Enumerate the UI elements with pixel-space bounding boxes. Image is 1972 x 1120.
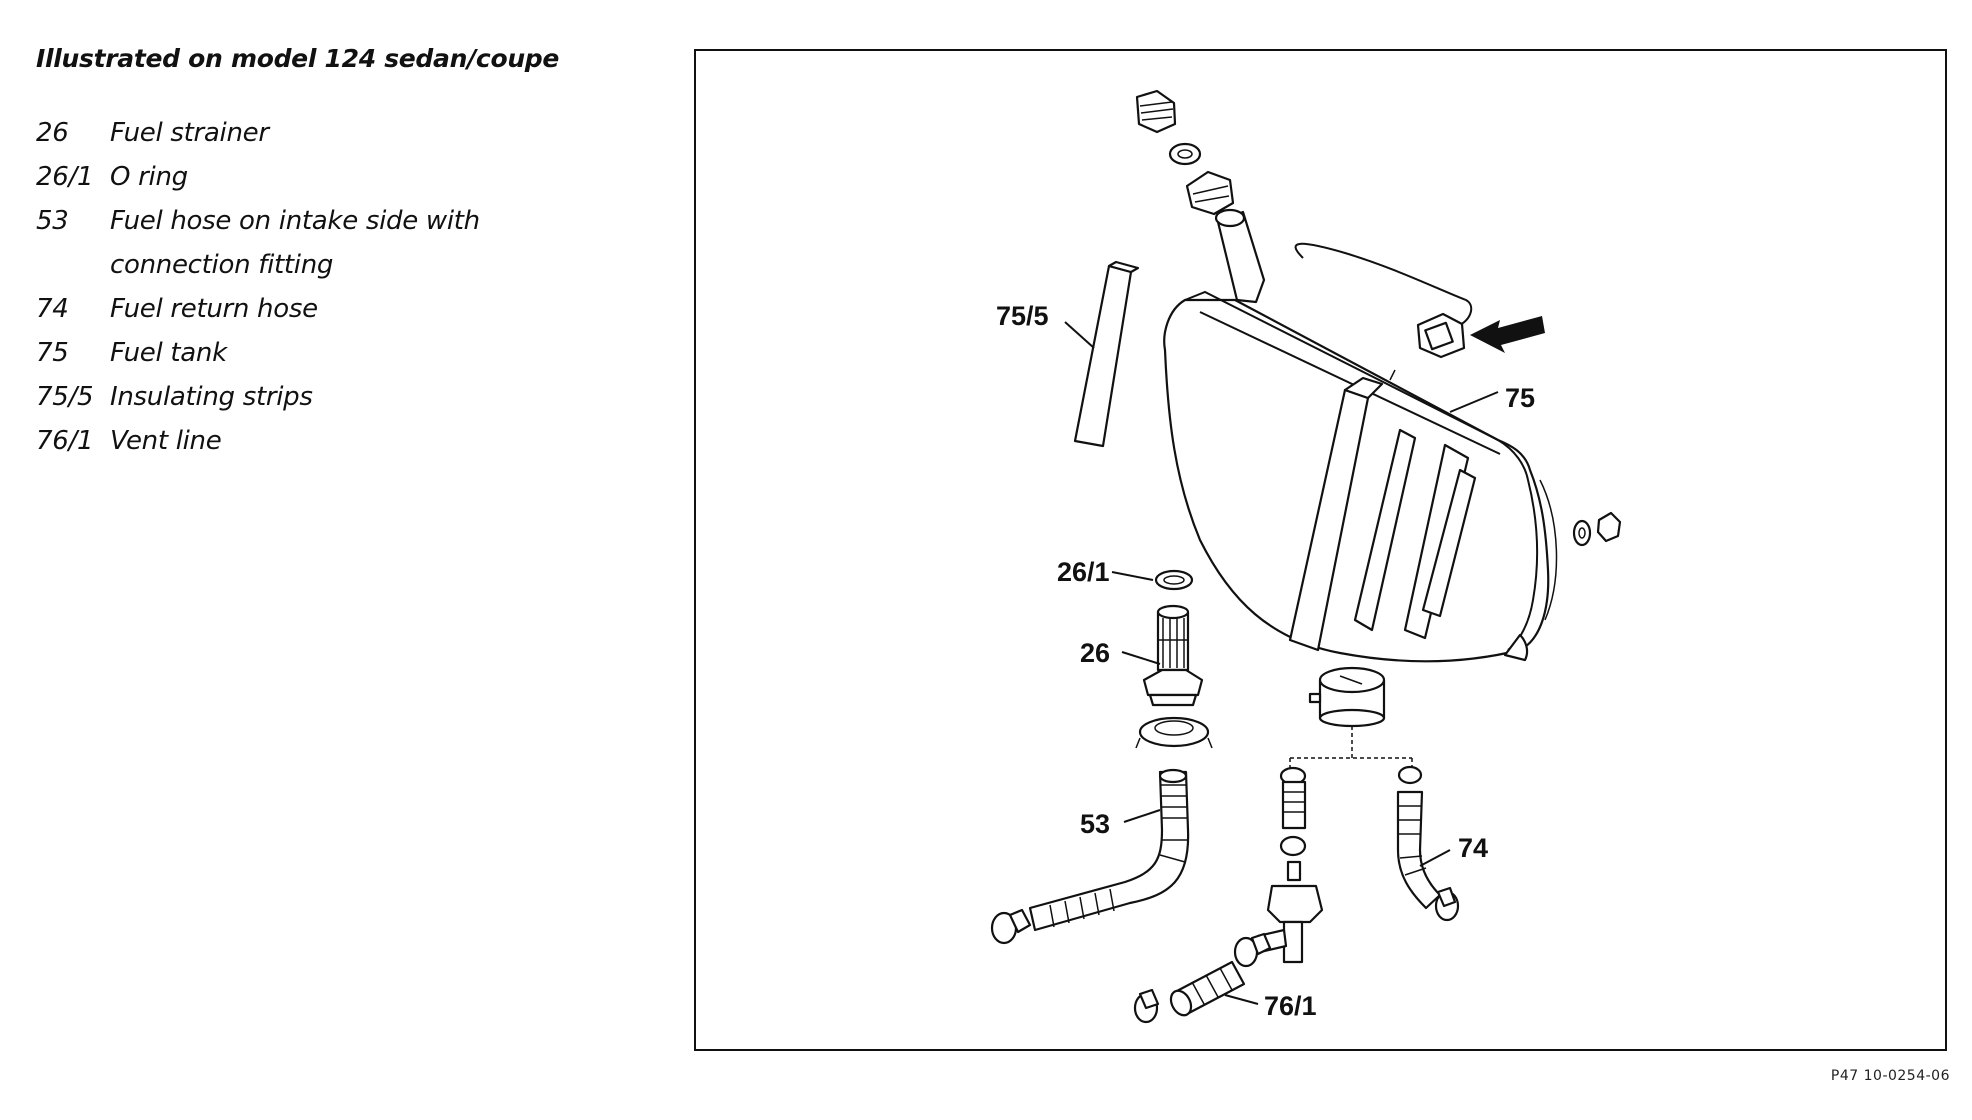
callout-leader — [1121, 651, 1161, 665]
legend-item-number: 76/1 — [36, 426, 94, 456]
hose-clamp — [1233, 932, 1272, 968]
arrow-icon — [1470, 316, 1545, 353]
callout-leader — [1449, 391, 1499, 413]
callout-leader — [1419, 849, 1451, 867]
fuel-pump-cover — [1308, 666, 1386, 728]
tank-vent-hose — [1294, 242, 1473, 326]
legend-item-text: Vent line — [110, 426, 222, 456]
legend-item-number: 53 — [36, 206, 69, 236]
insulating-strip — [1073, 260, 1140, 448]
legend-title: Illustrated on model 124 sedan/coupe — [36, 44, 560, 73]
legend-item-text: Fuel tank — [110, 338, 227, 368]
callout-75: 75 — [1505, 383, 1535, 413]
callout-53: 53 — [1080, 809, 1110, 839]
legend-item: 76/1 Vent line — [36, 419, 596, 463]
callout-leader — [1064, 321, 1095, 349]
tank-nut — [1596, 511, 1622, 543]
legend-item: 75/5 Insulating strips — [36, 375, 596, 419]
hose-clamp — [1434, 886, 1460, 922]
legend-item-text: Fuel return hose — [110, 294, 318, 324]
filler-neck-nut — [1185, 170, 1235, 216]
legend-item: 74 Fuel return hose — [36, 287, 596, 331]
fuel-tank — [1163, 290, 1558, 663]
vent-hose — [1169, 960, 1246, 1017]
o-ring — [1154, 569, 1194, 591]
diagram-frame — [694, 49, 1947, 1051]
legend-item-number: 26/1 — [36, 162, 94, 192]
filler-washer — [1168, 142, 1202, 166]
filler-cap — [1135, 89, 1177, 134]
legend-item-text: O ring — [110, 162, 188, 192]
callout-leader — [1123, 809, 1161, 823]
legend-item-number: 75/5 — [36, 382, 94, 412]
vent-connector — [1416, 312, 1466, 359]
callout-76-1: 76/1 — [1264, 991, 1317, 1021]
legend-item-number: 26 — [36, 118, 69, 148]
fuel-strainer — [1142, 604, 1204, 707]
legend-item-text: Insulating strips — [110, 382, 313, 412]
callout-26: 26 — [1080, 638, 1110, 668]
legend-item-text: Fuel strainer — [110, 118, 269, 148]
connection-leader — [1289, 726, 1413, 770]
callout-74: 74 — [1458, 833, 1488, 863]
return-hose — [1396, 765, 1442, 910]
hose-clamp — [990, 908, 1032, 945]
legend-item-continuation: connection fitting — [36, 243, 596, 287]
legend-item-text: connection fitting — [110, 250, 334, 280]
legend-item-number: 75 — [36, 338, 69, 368]
figure-reference: P47 10-0254-06 — [1830, 1068, 1950, 1084]
legend-item: 26 Fuel strainer — [36, 111, 596, 155]
legend-item: 75 Fuel tank — [36, 331, 596, 375]
callout-26-1: 26/1 — [1057, 557, 1110, 587]
legend-item: 53 Fuel hose on intake side with — [36, 199, 596, 243]
legend-item-number: 74 — [36, 294, 69, 324]
legend-item: 26/1 O ring — [36, 155, 596, 199]
callout-leader — [1111, 571, 1154, 581]
strainer-mount-ring — [1135, 716, 1213, 749]
legend-list: 26 Fuel strainer 26/1 O ring 53 Fuel hose o… — [36, 111, 596, 463]
vent-line-parts — [1256, 766, 1324, 964]
hose-clamp — [1133, 988, 1160, 1024]
legend-item-text: Fuel hose on intake side with — [110, 206, 480, 236]
callout-75-5: 75/5 — [996, 301, 1049, 331]
intake-hose — [1028, 768, 1190, 932]
callout-leader — [1224, 994, 1259, 1005]
tank-washer — [1572, 519, 1592, 547]
